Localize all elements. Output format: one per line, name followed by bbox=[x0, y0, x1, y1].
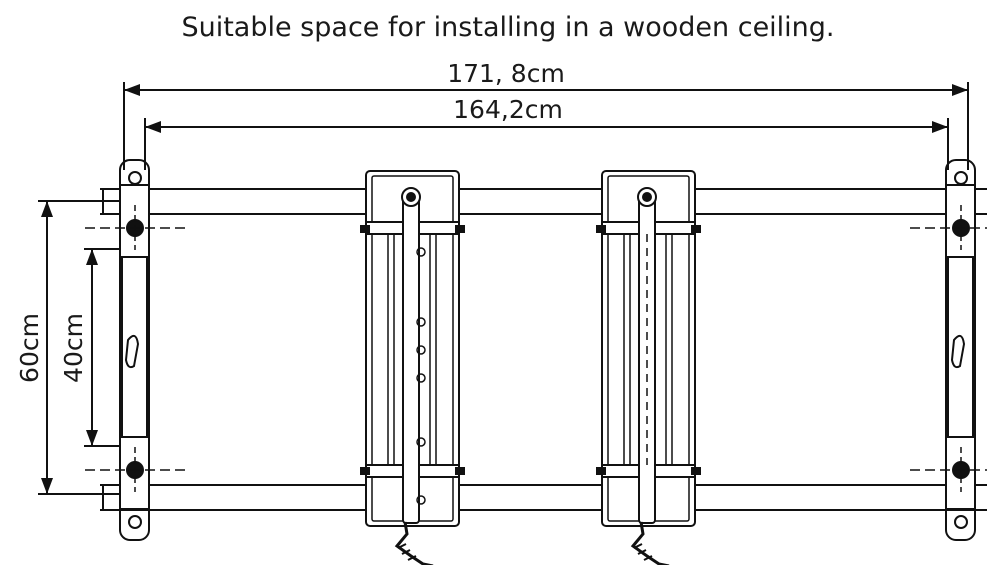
left-mounting-bracket bbox=[85, 159, 185, 541]
outer-width-dimension bbox=[123, 82, 969, 170]
outer-height-dimension bbox=[38, 200, 125, 495]
diagram-title: Suitable space for installing in a woode… bbox=[181, 12, 834, 43]
inner-width-dimension bbox=[144, 118, 949, 170]
inner-height-dimension bbox=[84, 248, 125, 447]
bottom-rail bbox=[100, 484, 987, 511]
top-rail bbox=[100, 188, 987, 215]
heater-unit-right bbox=[596, 170, 701, 565]
right-mounting-bracket bbox=[910, 159, 987, 541]
heater-unit-left bbox=[360, 170, 465, 565]
outer-height-label: 60cm bbox=[15, 313, 44, 383]
inner-width-label: 164,2cm bbox=[453, 95, 563, 124]
inner-height-label: 40cm bbox=[59, 313, 88, 383]
outer-width-label: 171, 8cm bbox=[447, 59, 565, 88]
